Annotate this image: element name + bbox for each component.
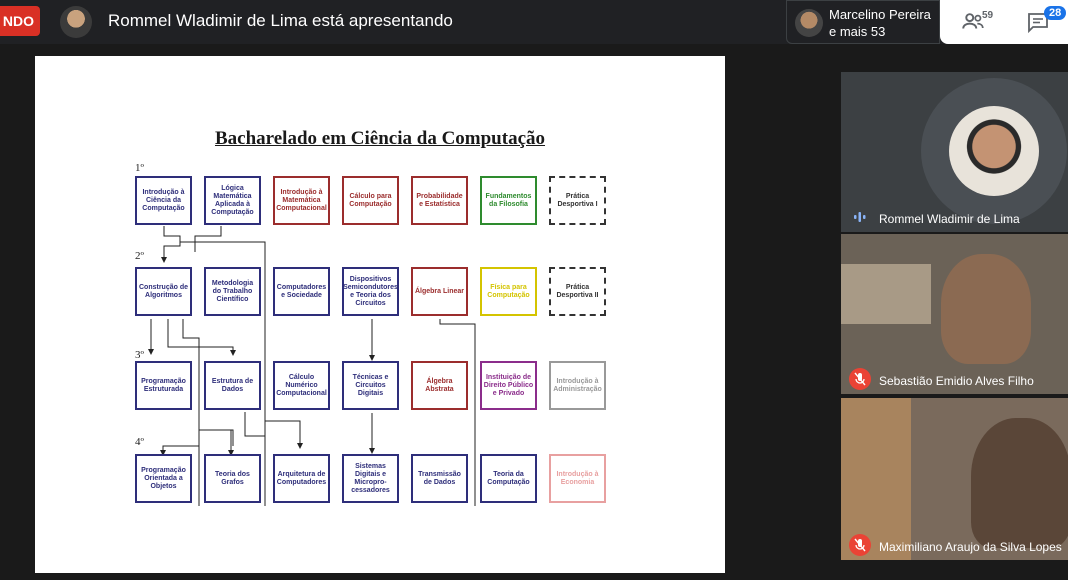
people-button[interactable]: 59 bbox=[954, 6, 998, 38]
course-box: Transmissão de Dados bbox=[411, 454, 468, 503]
course-box: Álgebra Abstrata bbox=[411, 361, 468, 410]
chat-count-badge: 28 bbox=[1044, 6, 1067, 20]
bookshelf-background bbox=[841, 264, 931, 324]
avatar bbox=[949, 106, 1039, 196]
people-icon bbox=[962, 13, 984, 29]
semester-label-3: 3º bbox=[135, 349, 144, 361]
semester-label-4: 4º bbox=[135, 436, 144, 448]
course-box: Teoria dos Grafos bbox=[204, 454, 261, 503]
course-box: Cálculo para Computação bbox=[342, 176, 399, 225]
presenting-text: Rommel Wladimir de Lima está apresentand… bbox=[108, 11, 453, 30]
course-box: Probabilidade e Estatística bbox=[411, 176, 468, 225]
participant-tile-2[interactable]: Sebastião Emidio Alves Filho bbox=[841, 234, 1068, 394]
course-box: Prática Desportiva II bbox=[549, 267, 606, 316]
semester-label-1: 1º bbox=[135, 162, 144, 174]
participant-video bbox=[941, 254, 1031, 364]
course-box: Teoria da Computação bbox=[480, 454, 537, 503]
course-box: Instituição de Direito Público e Privado bbox=[480, 361, 537, 410]
people-line-2: e mais 53 bbox=[829, 24, 886, 39]
course-box: Cálculo Numérico Computacional bbox=[273, 361, 330, 410]
course-box: Metodologia do Trabalho Científico bbox=[204, 267, 261, 316]
course-box: Álgebra Linear bbox=[411, 267, 468, 316]
participant-name: Maximiliano Araujo da Silva Lopes bbox=[879, 540, 1062, 554]
participant-video bbox=[971, 418, 1068, 548]
participant-avatar-circle bbox=[921, 78, 1067, 224]
participant-tile-1[interactable]: Rommel Wladimir de Lima bbox=[841, 72, 1068, 232]
mic-off-icon bbox=[849, 368, 871, 390]
top-bar: NDO Rommel Wladimir de Lima está apresen… bbox=[0, 0, 1068, 44]
course-box: Programação Estruturada bbox=[135, 361, 192, 410]
participant-tile-3[interactable]: Maximiliano Araujo da Silva Lopes bbox=[841, 398, 1068, 560]
course-box: Introdução à Matemática Computacional bbox=[273, 176, 330, 225]
semester-label-2: 2º bbox=[135, 250, 144, 262]
course-box: Computadores e Sociedade bbox=[273, 267, 330, 316]
participants-summary[interactable]: Marcelino Pereira e mais 53 bbox=[786, 0, 940, 44]
course-box: Introdução à Administração bbox=[549, 361, 606, 410]
wall-frame-background bbox=[841, 398, 911, 560]
course-box: Dispositivos Semicondutores e Teoria dos… bbox=[342, 267, 399, 316]
avatar bbox=[795, 9, 823, 37]
prerequisite-arrows bbox=[148, 226, 476, 506]
course-box: Introdução à Economia bbox=[549, 454, 606, 503]
course-box: Introdução à Ciência da Computação bbox=[135, 176, 192, 225]
participant-name: Rommel Wladimir de Lima bbox=[879, 212, 1020, 226]
course-box: Programação Orientada a Objetos bbox=[135, 454, 192, 503]
recording-badge: NDO bbox=[0, 6, 40, 36]
slide-title: Bacharelado em Ciência da Computação bbox=[214, 128, 546, 149]
course-box: Sistemas Digitais e Micropro-cessadores bbox=[342, 454, 399, 503]
course-box: Fundamentos da Filosofia bbox=[480, 176, 537, 225]
course-box: Física para Computação bbox=[480, 267, 537, 316]
presenter-avatar bbox=[60, 6, 92, 38]
course-box: Estrutura de Dados bbox=[204, 361, 261, 410]
course-box: Construção de Algoritmos bbox=[135, 267, 192, 316]
presentation-slide: Bacharelado em Ciência da Computação 1º … bbox=[35, 56, 725, 573]
course-box: Prática Desportiva I bbox=[549, 176, 606, 225]
course-box: Técnicas e Circuitos Digitais bbox=[342, 361, 399, 410]
speaking-indicator-icon bbox=[854, 212, 866, 222]
course-box: Arquitetura de Computadores bbox=[273, 454, 330, 503]
top-right-controls: 59 28 bbox=[940, 0, 1068, 44]
mic-off-icon bbox=[849, 534, 871, 556]
course-box: Lógica Matemática Aplicada à Computação bbox=[204, 176, 261, 225]
participant-name: Sebastião Emidio Alves Filho bbox=[879, 374, 1034, 388]
participants-count: 59 bbox=[982, 10, 994, 21]
people-line-1: Marcelino Pereira bbox=[829, 7, 931, 22]
